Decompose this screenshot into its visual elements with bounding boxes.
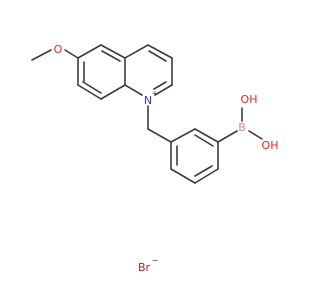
bond-c4a-c4 <box>124 44 149 59</box>
bond-c4-c3 <box>147 44 173 59</box>
bond-ph2-ph3 <box>194 128 219 143</box>
bond-ph5-ph6 <box>170 168 196 184</box>
bond-methyl-o <box>31 49 52 61</box>
bond-c8-c7 <box>77 84 102 100</box>
bond-ph4-ph5 <box>194 168 219 184</box>
bond-ph3-b <box>217 130 238 143</box>
bonds <box>31 44 263 184</box>
bond-ch2-phenyl <box>147 128 172 143</box>
boron-label: B <box>238 121 246 134</box>
counterion-charge-label: − <box>152 256 159 265</box>
bond-inner-c4-c3 <box>148 50 167 62</box>
hydroxyl-top-label: OH <box>241 93 258 106</box>
chemical-structure: O N + B OH OH Br − <box>31 43 279 274</box>
bond-inner-c8-c7 <box>82 81 102 94</box>
atom-labels: O N + B OH OH Br − <box>54 43 279 274</box>
bond-o-c6 <box>64 49 79 59</box>
bond-c6-c5 <box>77 44 102 59</box>
bond-inner-ph2-ph3 <box>194 134 214 147</box>
hydroxyl-right-label: OH <box>262 139 279 152</box>
bond-c2-n1 <box>154 84 173 96</box>
bond-inner-ph4-ph5 <box>194 165 213 177</box>
bond-c8a-c8 <box>100 84 126 100</box>
methoxy-oxygen-label: O <box>54 43 63 56</box>
counterion-label: Br <box>138 261 151 274</box>
bond-inner-c2-n1 <box>153 81 167 90</box>
bond-n1-c8a <box>124 84 143 96</box>
bond-b-oh-right <box>248 130 263 140</box>
bond-c5-c4a <box>100 44 126 59</box>
nitrogen-charge-label: + <box>152 89 159 98</box>
ring-nitrogen-label: N <box>144 94 152 107</box>
bond-ph1-ph2 <box>170 128 196 143</box>
bond-inner-c5-c4a <box>101 50 121 62</box>
